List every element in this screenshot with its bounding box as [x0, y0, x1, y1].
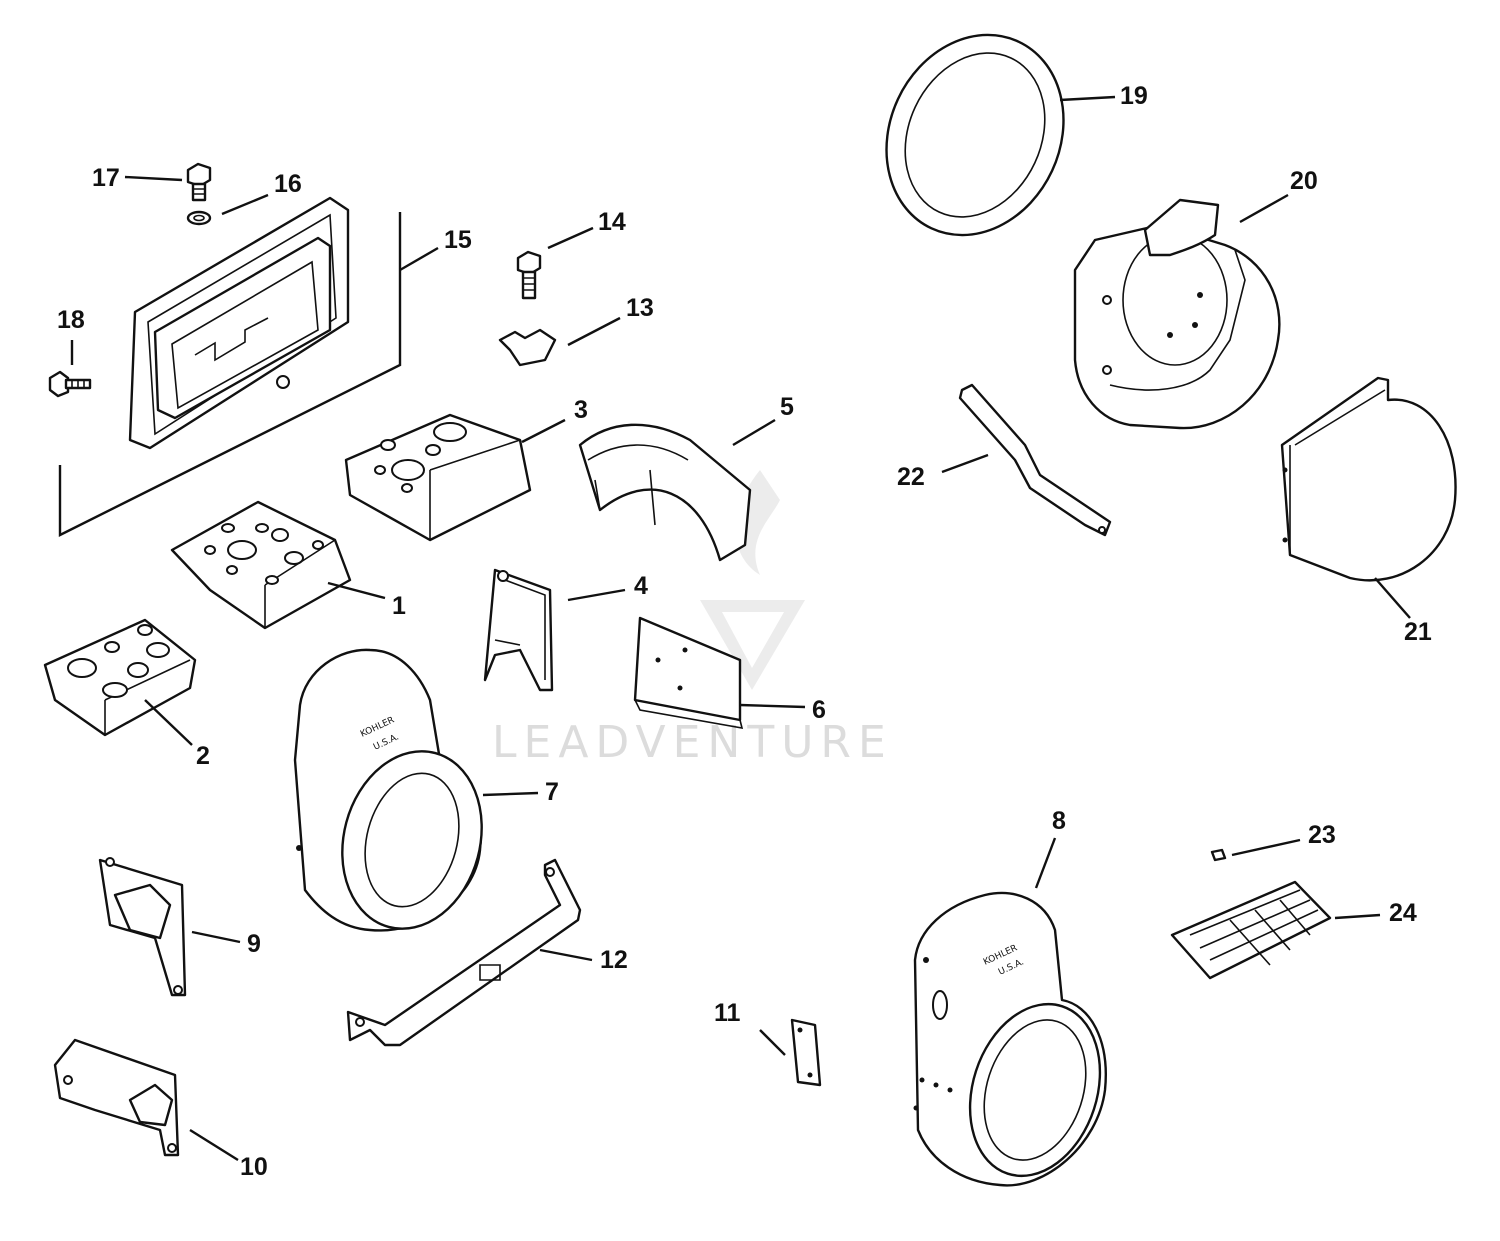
part-5-deflector: [578, 423, 752, 562]
part-8-blower-housing: KOHLER U.S.A.: [913, 891, 1107, 1187]
callout-9: 9: [247, 930, 261, 958]
part-19-ring: [885, 33, 1065, 237]
part-11-plate: [790, 1018, 822, 1087]
part-18-screw: [48, 370, 92, 398]
watermark-text: LEADVENTURE: [492, 717, 893, 768]
watermark-logo: LEADVENTURE: [492, 470, 893, 768]
part-16-washer: [186, 210, 212, 226]
part-13-clip: [498, 328, 557, 367]
callout-10: 10: [240, 1153, 268, 1181]
assembly-bracket-15: [58, 212, 402, 537]
part-24-screen: [1170, 880, 1332, 980]
part-2-shield: [43, 618, 197, 737]
part-23-key: [1210, 848, 1227, 862]
callout-23: 23: [1308, 821, 1336, 849]
callout-2: 2: [196, 742, 210, 770]
part-6-baffle: [633, 616, 744, 730]
callout-21: 21: [1404, 618, 1432, 646]
part-7-blower-housing: KOHLER U.S.A.: [293, 648, 483, 932]
callout-18: 18: [57, 306, 85, 334]
part-12-brace: [346, 858, 582, 1047]
part-4-baffle: [483, 568, 554, 692]
callout-6: 6: [812, 696, 826, 724]
callout-13: 13: [626, 294, 654, 322]
part-9-baffle: [98, 857, 187, 997]
callout-17: 17: [92, 164, 120, 192]
callout-15: 15: [444, 226, 472, 254]
callout-8: 8: [1052, 807, 1066, 835]
callout-7: 7: [545, 778, 559, 806]
callout-24: 24: [1389, 899, 1417, 927]
callout-5: 5: [780, 393, 794, 421]
part-1-shield: [170, 500, 352, 630]
callout-14: 14: [598, 208, 626, 236]
callout-22: 22: [897, 463, 925, 491]
callout-3: 3: [574, 396, 588, 424]
part-20-shroud: [1073, 198, 1281, 430]
callout-1: 1: [392, 592, 406, 620]
part-22-strap: [958, 383, 1112, 537]
part-15-cover-plate: [128, 196, 350, 450]
part-3-shield: [344, 413, 532, 542]
callout-12: 12: [600, 946, 628, 974]
callout-4: 4: [634, 572, 648, 600]
callout-11: 11: [714, 999, 741, 1027]
part-17-bolt: [186, 162, 212, 202]
part-14-bolt: [516, 250, 542, 300]
leader-lines: [70, 95, 1411, 1162]
part-21-cover: [1280, 376, 1457, 582]
callout-labels: 17 16 15 18 14 13 3 5 1 2 4 6 7 8 9 10 1…: [57, 82, 1432, 1181]
callout-16: 16: [274, 170, 302, 198]
callout-19: 19: [1120, 82, 1148, 110]
callout-20: 20: [1290, 167, 1318, 195]
part-10-baffle: [53, 1038, 180, 1157]
